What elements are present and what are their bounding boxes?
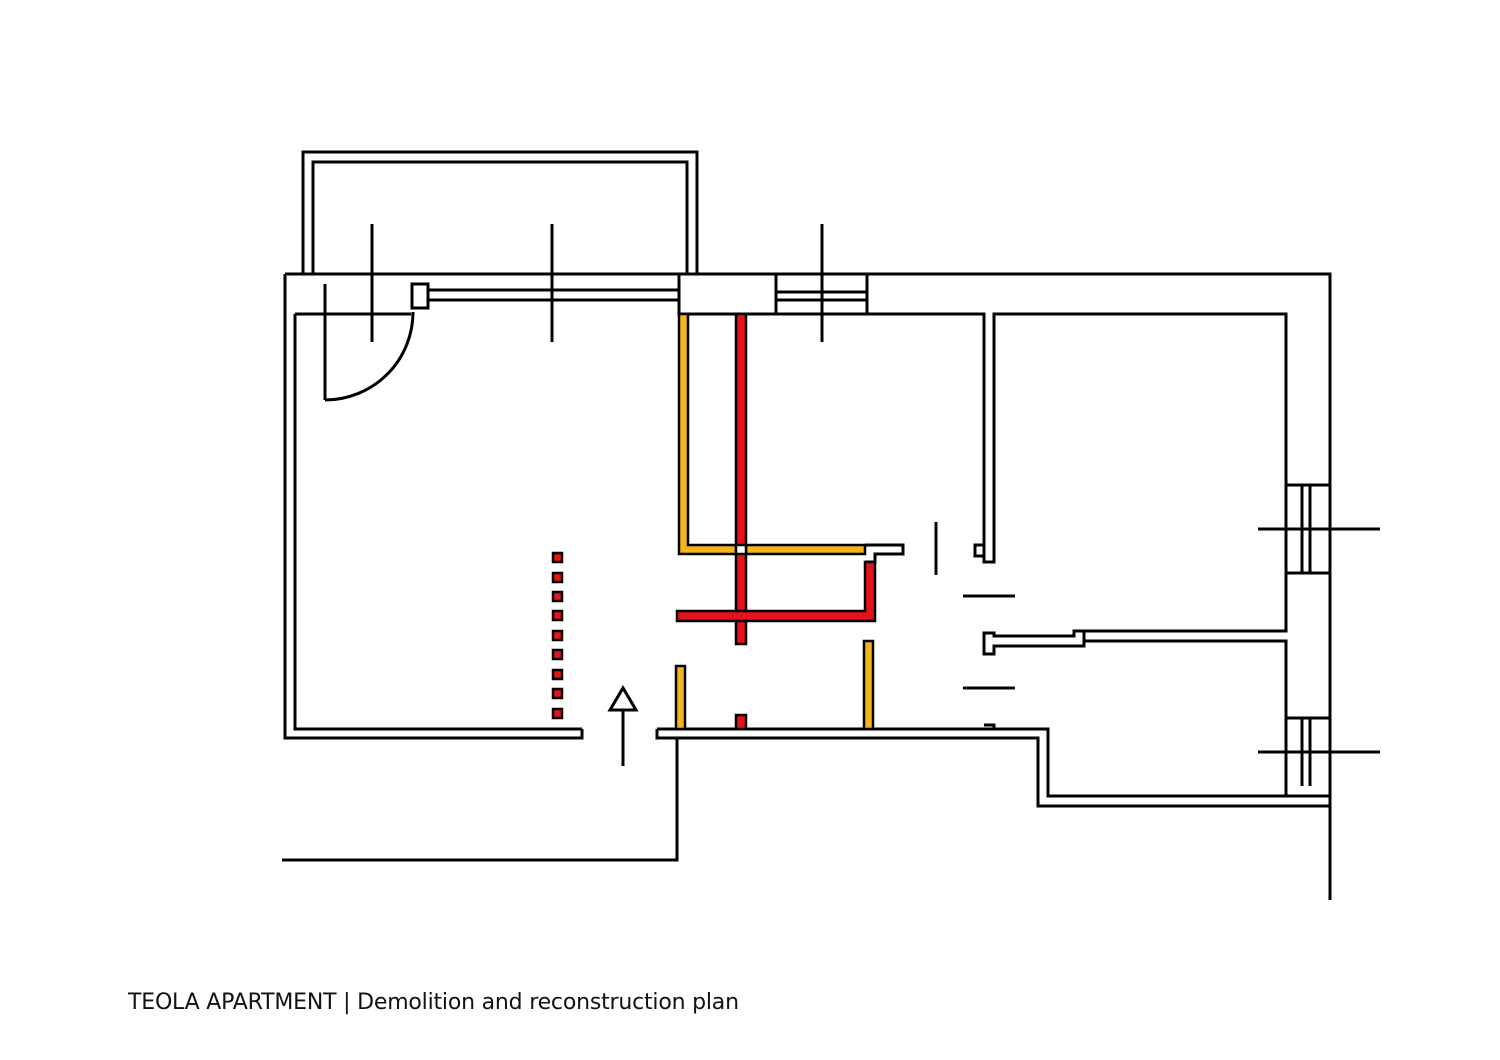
right-inner-wall xyxy=(1082,573,1288,718)
bottom-wall-inner xyxy=(657,718,1288,798)
balcony-inner-outline xyxy=(311,160,689,274)
balcony-door-jamb xyxy=(410,282,430,310)
new-wall-stub xyxy=(862,639,875,731)
demolished-wall-stub xyxy=(734,713,748,731)
exterior-wall-left-outer xyxy=(283,274,584,740)
demolished-column-block xyxy=(551,551,564,564)
bottom-wall-outer xyxy=(655,729,1330,808)
demolished-column-block xyxy=(551,687,564,700)
demolished-column-block xyxy=(551,707,564,720)
existing-walls xyxy=(282,150,1380,900)
plan-caption: TEOLA APARTMENT | Demolition and reconst… xyxy=(128,990,739,1015)
demolished-column-block xyxy=(551,571,564,584)
demolished-column-block xyxy=(551,590,564,603)
demolished-column-block xyxy=(551,629,564,642)
new-walls xyxy=(674,312,875,731)
kitchen-wall-stub xyxy=(865,543,905,564)
partition-stub xyxy=(984,723,996,729)
demolished-wall-vertical xyxy=(734,312,748,646)
top-inner-wall-mid xyxy=(679,312,1288,564)
living-room-inner-wall xyxy=(293,314,582,731)
exterior-wall-outer xyxy=(285,272,1332,900)
new-wall-kitchen xyxy=(677,312,867,556)
partition-wall-bathroom xyxy=(982,629,1086,656)
door-swing-arc xyxy=(323,284,415,402)
exterior-line-south xyxy=(282,738,679,862)
wall-junction xyxy=(734,543,748,556)
partition-stub xyxy=(973,543,984,558)
new-wall-stub xyxy=(674,664,687,731)
demolished-column-block xyxy=(551,648,564,661)
demolished-column-block xyxy=(551,609,564,622)
demolished-walls xyxy=(551,312,877,731)
demolished-column-block xyxy=(551,668,564,681)
demolished-wall-horizontal xyxy=(675,560,877,623)
window-east-lower xyxy=(1284,716,1332,798)
balcony-outline xyxy=(301,150,699,274)
entry-arrow-head xyxy=(607,685,639,712)
wall-pier xyxy=(677,272,778,316)
